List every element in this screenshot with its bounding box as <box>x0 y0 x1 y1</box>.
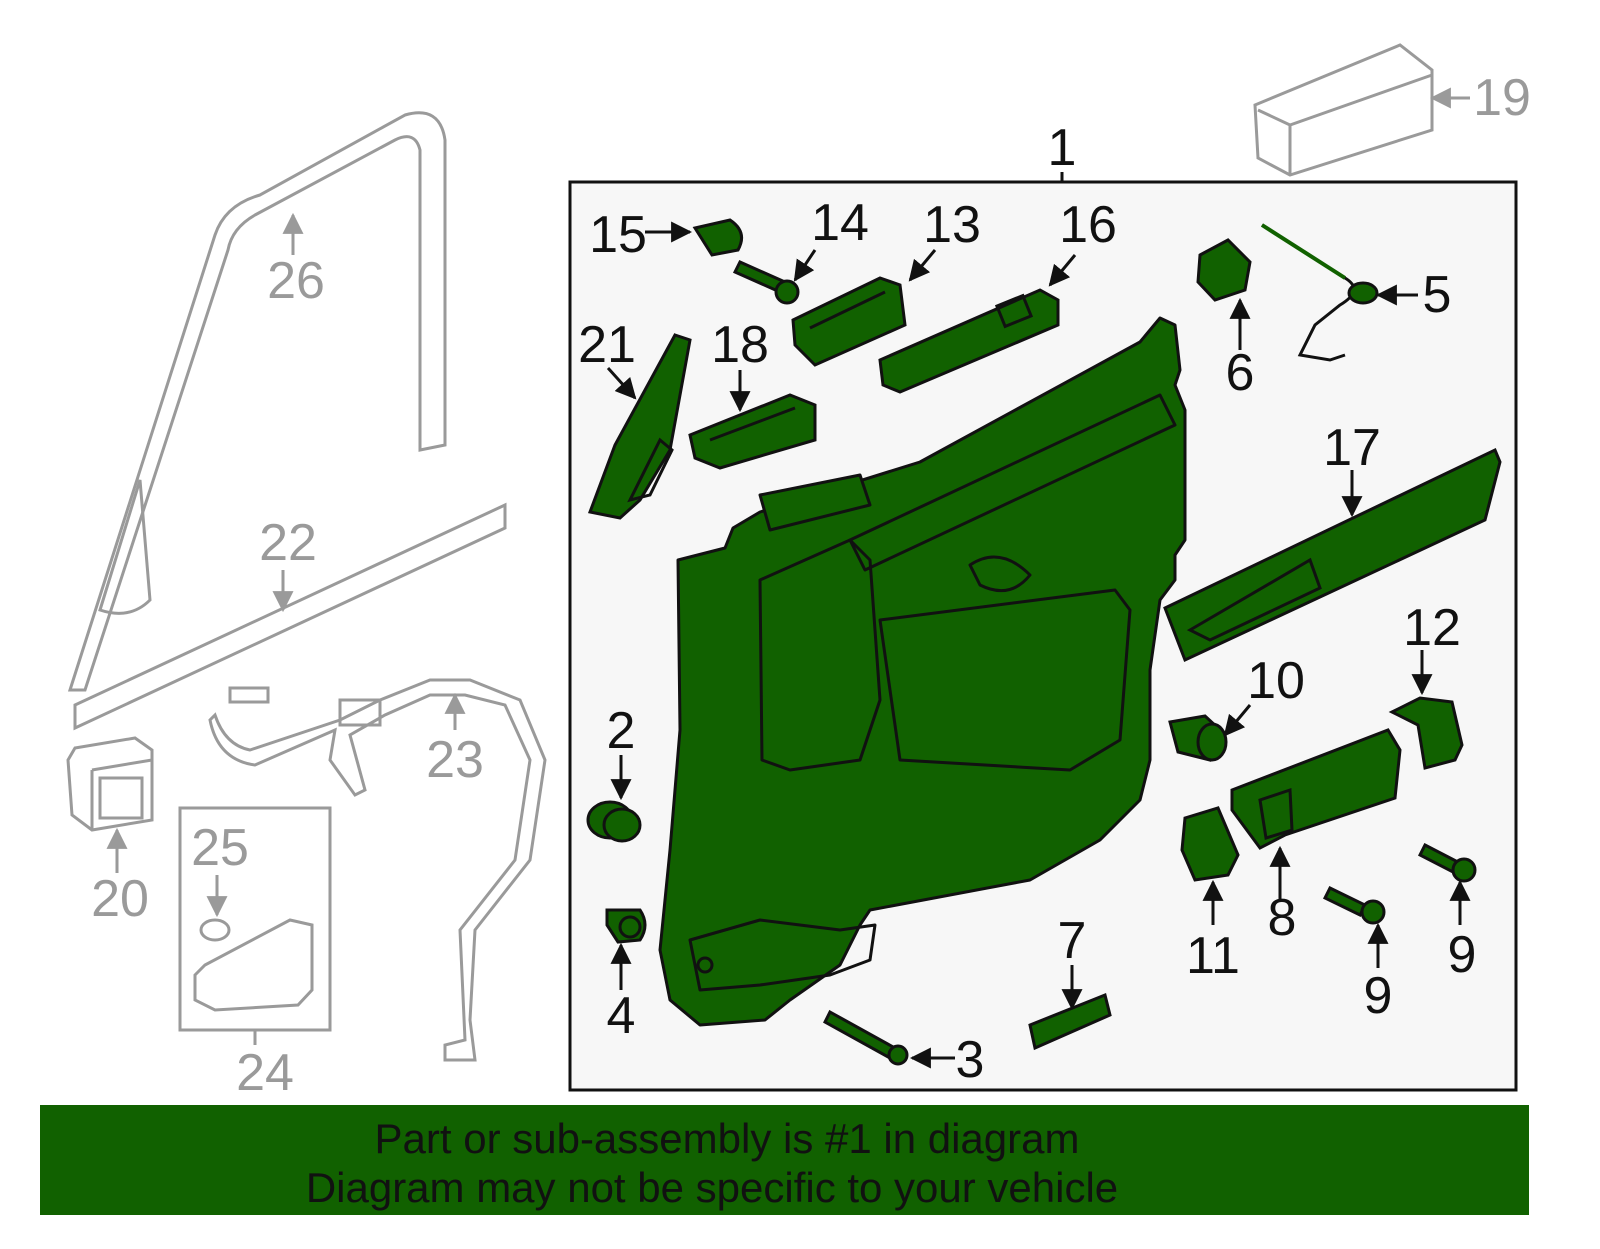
part-6-bracket <box>1196 238 1252 302</box>
callout-23: 23 <box>426 731 484 789</box>
callout-4: 4 <box>607 987 636 1045</box>
part-3-screw <box>823 1009 909 1066</box>
callout-8: 8 <box>1268 889 1297 947</box>
callout-6: 6 <box>1226 344 1255 402</box>
callout-2: 2 <box>607 702 636 760</box>
part-8-handle <box>1230 728 1402 850</box>
connector-20 <box>66 736 154 832</box>
part-16-bezel <box>878 288 1060 394</box>
callout-24: 24 <box>236 1044 294 1102</box>
door-trim-panel <box>658 316 1187 1027</box>
callout-3: 3 <box>956 1031 985 1089</box>
part-14-screw <box>732 260 800 305</box>
part-12-cap <box>1388 696 1464 770</box>
window-frame-26 <box>67 111 447 692</box>
callout-10: 10 <box>1247 652 1305 710</box>
callout-numbers: 1 15 14 13 16 21 18 6 5 17 12 10 2 4 3 7… <box>91 69 1531 1102</box>
callout-19: 19 <box>1473 69 1531 127</box>
belt-molding-22 <box>73 502 507 731</box>
part-2-clip <box>586 800 642 843</box>
leader-lines-gray <box>106 87 1470 1045</box>
footer-line-1: Part or sub-assembly is #1 in diagram <box>375 1115 1080 1162</box>
part-21-molding <box>587 333 692 520</box>
callout-17: 17 <box>1323 419 1381 477</box>
callout-16: 16 <box>1059 196 1117 254</box>
callout-12: 12 <box>1403 599 1461 657</box>
leader-lines <box>606 172 1471 1069</box>
callout-11: 11 <box>1186 927 1240 985</box>
callout-25: 25 <box>191 819 249 877</box>
part-18-switch <box>688 393 817 470</box>
callout-9b: 9 <box>1448 926 1477 984</box>
callout-22: 22 <box>259 514 317 572</box>
footer-banner <box>40 1105 1529 1215</box>
part-11-cap <box>1180 806 1240 882</box>
wiring-harness-23 <box>208 678 547 1062</box>
callout-5: 5 <box>1423 266 1452 324</box>
callout-20: 20 <box>91 870 149 928</box>
part-4-clip <box>605 908 647 944</box>
part-10-clip <box>1168 714 1228 762</box>
footer-line-2: Diagram may not be specific to your vehi… <box>306 1164 1118 1211</box>
callout-26: 26 <box>267 252 325 310</box>
callout-14: 14 <box>811 194 869 252</box>
part-17-armrest <box>1163 447 1502 663</box>
callout-13: 13 <box>923 196 981 254</box>
callout-7: 7 <box>1058 912 1087 970</box>
part-15-clip <box>692 218 744 257</box>
callout-9a: 9 <box>1364 967 1393 1025</box>
callout-21: 21 <box>578 316 636 374</box>
callout-18: 18 <box>711 316 769 374</box>
callout-1: 1 <box>1048 119 1077 177</box>
part-13-handle <box>791 276 907 367</box>
callout-15: 15 <box>589 206 647 264</box>
switch-19 <box>1253 43 1434 177</box>
